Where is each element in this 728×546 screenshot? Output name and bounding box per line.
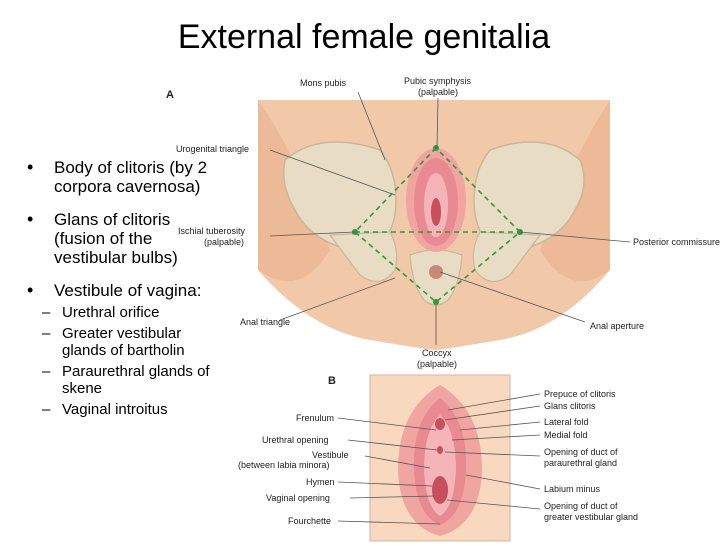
urethral-opening-b — [437, 446, 443, 454]
sub-bullet-urethral-orifice: Urethral orifice — [24, 304, 217, 321]
leader-lines-a — [269, 91, 631, 345]
label-hymen: Hymen — [306, 477, 335, 487]
bullet-list: Body of clitoris (by 2 corpora cavernosa… — [24, 158, 224, 422]
label-vaginal-opening: Vaginal opening — [266, 493, 330, 503]
label-fourchette: Fourchette — [288, 516, 331, 526]
label-mons-pubis: Mons pubis — [300, 78, 347, 88]
bullet-vestibule: Vestibule of vagina: — [24, 281, 224, 300]
label-pubic-symphysis: Pubic symphysis — [404, 76, 472, 86]
label-duct-vestibular-1: Opening of duct of — [544, 501, 618, 511]
label-vestibule: Vestibule — [312, 450, 349, 460]
figure-a-label: A — [166, 89, 174, 101]
right-ischium — [472, 231, 542, 282]
glans-b — [435, 418, 445, 430]
vulva-opening — [431, 198, 441, 226]
sub-bullet-list: Urethral orifice Greater vestibular glan… — [24, 304, 224, 418]
anus — [429, 265, 443, 279]
perineal-triangles — [353, 146, 522, 304]
label-frenulum: Frenulum — [296, 413, 334, 423]
label-duct-paraurethral-2: paraurethral gland — [544, 458, 617, 468]
sub-bullet-paraurethral-glands: Paraurethral glands of skene — [24, 363, 217, 397]
vaginal-opening-b — [432, 476, 448, 504]
vestibule-b — [424, 415, 456, 516]
leader-lines-b — [337, 393, 541, 525]
sub-bullet-vaginal-introitus: Vaginal introitus — [24, 401, 217, 418]
label-coccyx-note: (palpable) — [417, 359, 457, 369]
label-urethral-opening: Urethral opening — [262, 435, 329, 445]
label-urogenital-triangle: Urogenital triangle — [176, 144, 249, 154]
figure-b: B Frenulum Urethral opening Vestibule (b… — [238, 374, 638, 542]
label-anal-aperture: Anal aperture — [590, 321, 644, 331]
bullet-glans-of-clitoris: Glans of clitoris (fusion of the vestibu… — [24, 210, 224, 267]
sub-bullet-greater-vestibular-glands: Greater vestibular glands of bartholin — [24, 325, 217, 359]
label-ischial-tuberosity: Ischial tuberosity — [178, 226, 246, 236]
label-duct-paraurethral-1: Opening of duct of — [544, 447, 618, 457]
label-coccyx: Coccyx — [422, 348, 452, 358]
figure-a: A — [166, 76, 720, 369]
label-prepuce: Prepuce of clitoris — [544, 389, 616, 399]
label-pubic-symphysis-note: (palpable) — [418, 87, 458, 97]
label-duct-vestibular-2: greater vestibular gland — [544, 512, 638, 522]
bullet-body-of-clitoris: Body of clitoris (by 2 corpora cavernosa… — [24, 158, 224, 196]
left-ischium — [328, 231, 398, 282]
label-glans: Glans clitoris — [544, 401, 596, 411]
label-anal-triangle: Anal triangle — [240, 317, 290, 327]
label-lateral-fold: Lateral fold — [544, 417, 589, 427]
label-medial-fold: Medial fold — [544, 430, 588, 440]
label-ischial-tuberosity-note: (palpable) — [204, 237, 244, 247]
label-labium-minus: Labium minus — [544, 484, 601, 494]
figure-b-label: B — [328, 375, 336, 387]
slide-title: External female genitalia — [177, 18, 551, 56]
label-posterior-commissure: Posterior commissure — [633, 237, 720, 247]
label-vestibule-note: (between labia minora) — [238, 460, 330, 470]
